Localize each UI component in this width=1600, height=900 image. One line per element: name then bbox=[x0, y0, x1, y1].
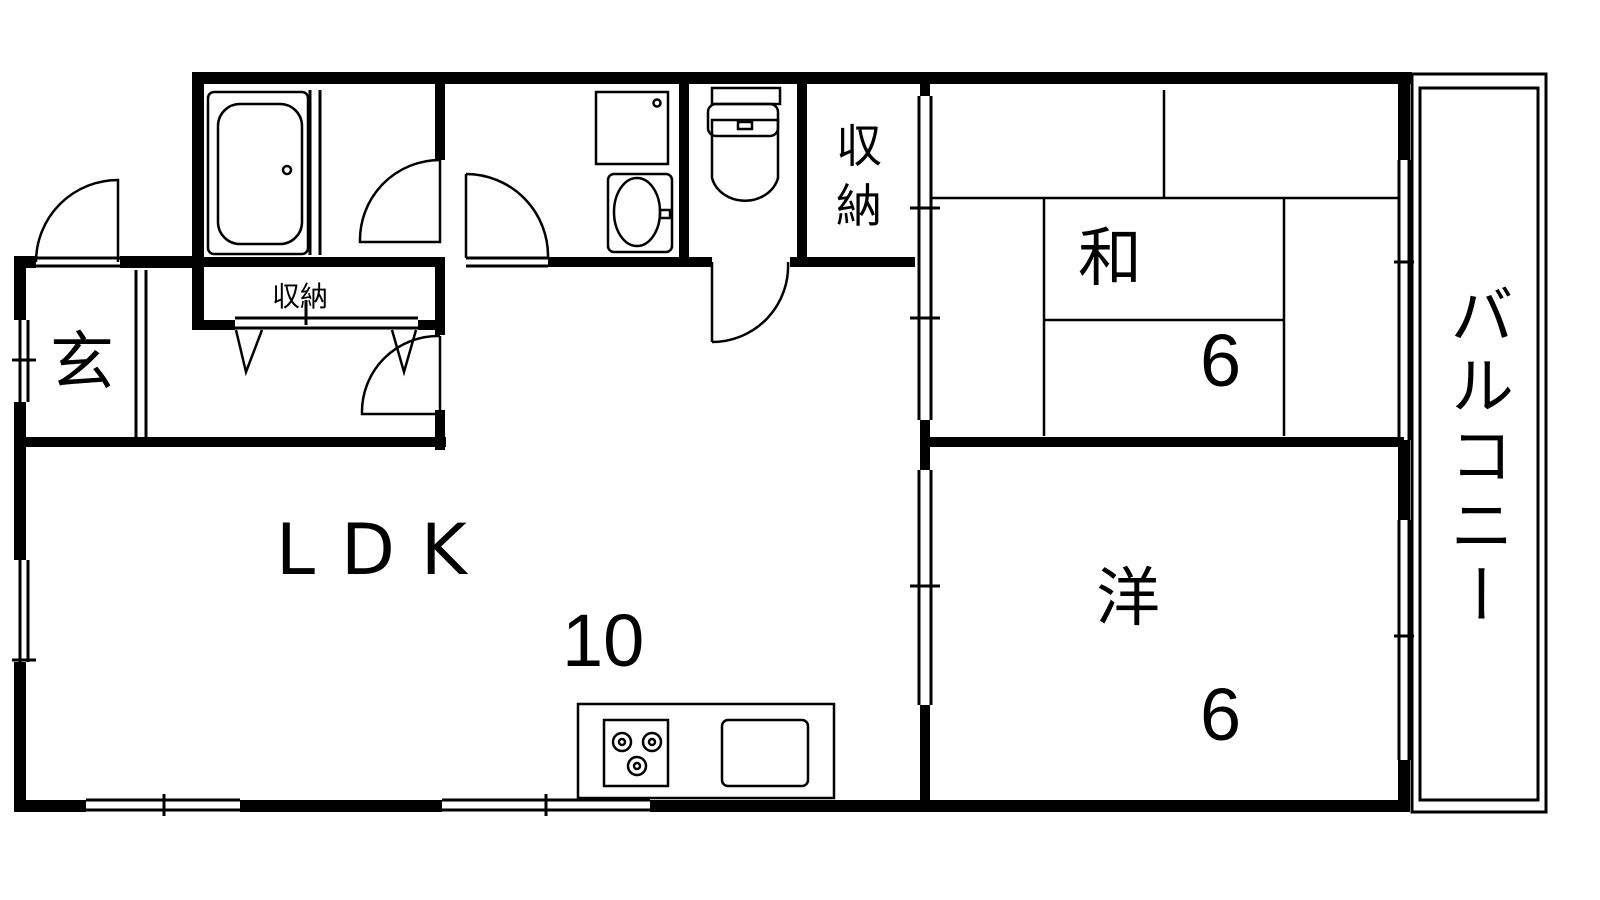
kitchen-counter bbox=[576, 702, 836, 800]
label-youshitsu-size: 6 bbox=[1200, 673, 1241, 756]
label-storage-top-char-2: 納 bbox=[836, 179, 882, 233]
label-balcony: バルコニー bbox=[1439, 282, 1513, 632]
label-genkan: 玄 bbox=[50, 326, 114, 400]
label-youshitsu: 洋 bbox=[1096, 562, 1160, 636]
label-storage-top: 収 納 bbox=[836, 119, 882, 233]
label-ldk: LDK bbox=[276, 509, 493, 591]
label-washitsu: 和 bbox=[1078, 222, 1142, 296]
toilet bbox=[706, 86, 782, 202]
tatami-lines bbox=[931, 90, 1399, 436]
label-washitsu-size: 6 bbox=[1200, 319, 1241, 402]
thin-walls bbox=[12, 90, 1414, 816]
label-ldk-size: 10 bbox=[562, 599, 644, 682]
label-storage-hall: 収納 bbox=[272, 280, 328, 313]
washbasin bbox=[594, 90, 674, 254]
bathtub bbox=[206, 90, 310, 256]
doors bbox=[34, 158, 790, 416]
balcony-railing bbox=[1410, 72, 1548, 814]
label-storage-top-char-1: 収 bbox=[836, 119, 882, 173]
interior-walls bbox=[14, 78, 1404, 812]
